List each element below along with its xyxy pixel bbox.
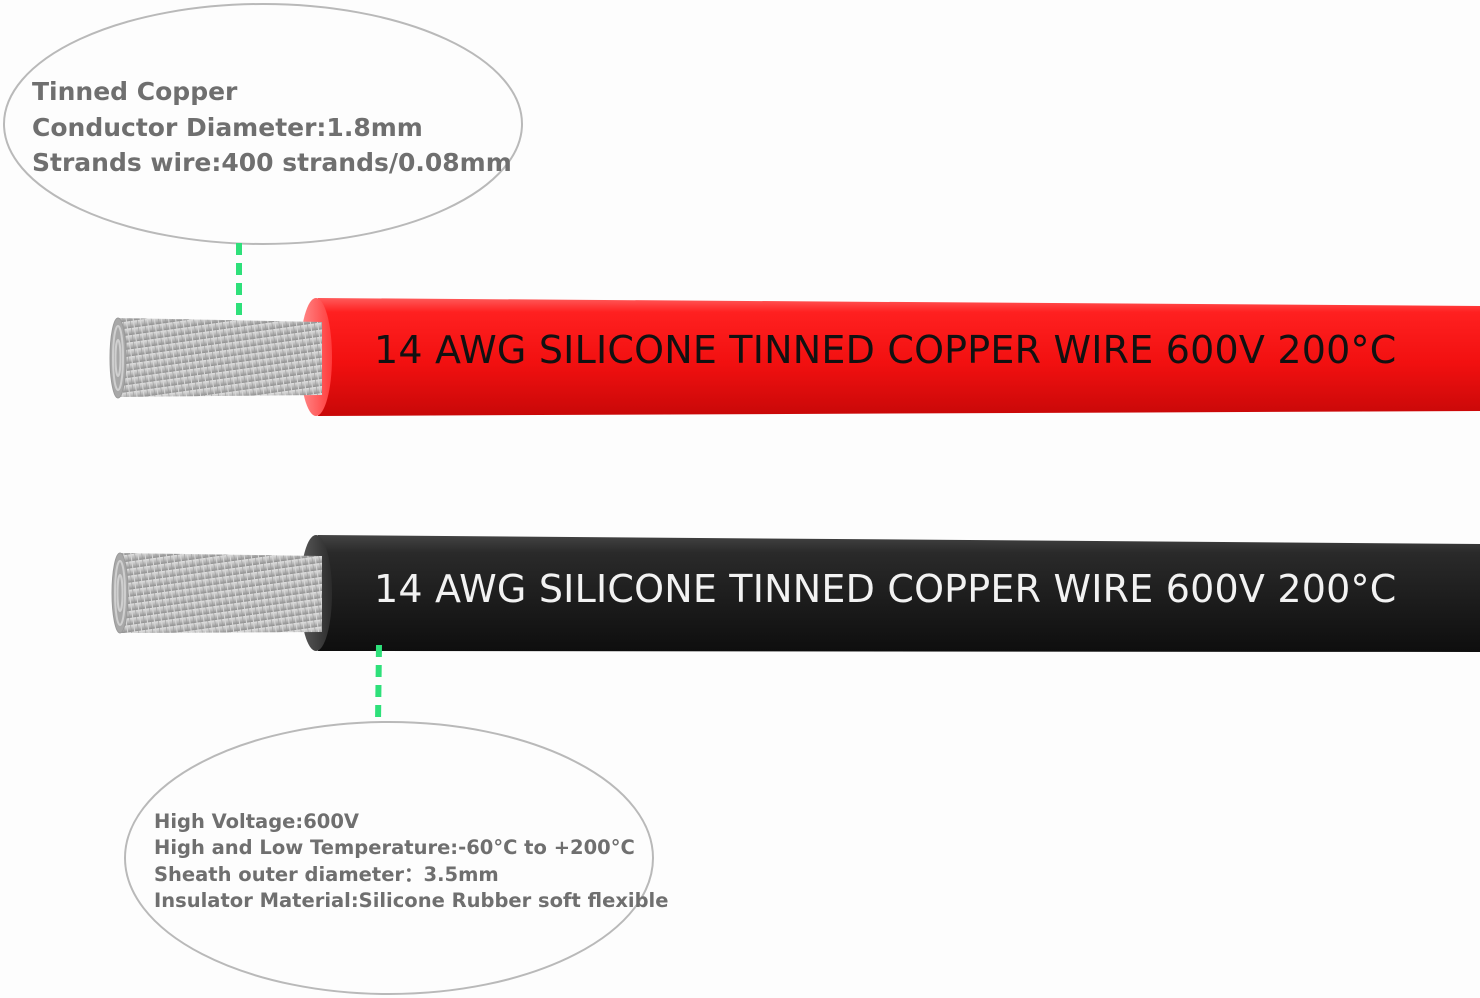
conductor-material: Tinned Copper — [32, 77, 238, 106]
spec-voltage: High Voltage:600V — [154, 810, 359, 833]
red-wire-print-label: 14 AWG SILICONE TINNED COPPER WIRE 600V … — [374, 328, 1397, 372]
spec-temperature: High and Low Temperature:-60°C to +200°C — [154, 836, 635, 860]
conductor-callout-bubble — [3, 3, 523, 245]
red-wire — [109, 298, 1480, 416]
red-sheath — [318, 298, 1480, 416]
insulation-leader-line — [375, 644, 382, 723]
conductor-strands: Strands wire:400 strands/0.08mm — [32, 148, 512, 177]
red-wire-conductor — [118, 318, 322, 397]
black-wire-print-label: 14 AWG SILICONE TINNED COPPER WIRE 600V … — [374, 567, 1397, 611]
black-sheath — [318, 535, 1480, 652]
insulation-specs: High Voltage:600V High and Low Temperatu… — [154, 809, 668, 914]
black-wire — [111, 535, 1480, 652]
black-wire-conductor — [120, 553, 322, 633]
conductor-diameter: Conductor Diameter:1.8mm — [32, 112, 423, 142]
spec-insulator-material: Insulator Material:Silicone Rubber soft … — [154, 888, 669, 912]
insulation-callout-bubble — [124, 721, 654, 995]
conductor-specs: Tinned Copper Conductor Diameter:1.8mm S… — [32, 74, 512, 181]
spec-sheath-diameter: Sheath outer diameter：3.5mm — [154, 862, 499, 886]
